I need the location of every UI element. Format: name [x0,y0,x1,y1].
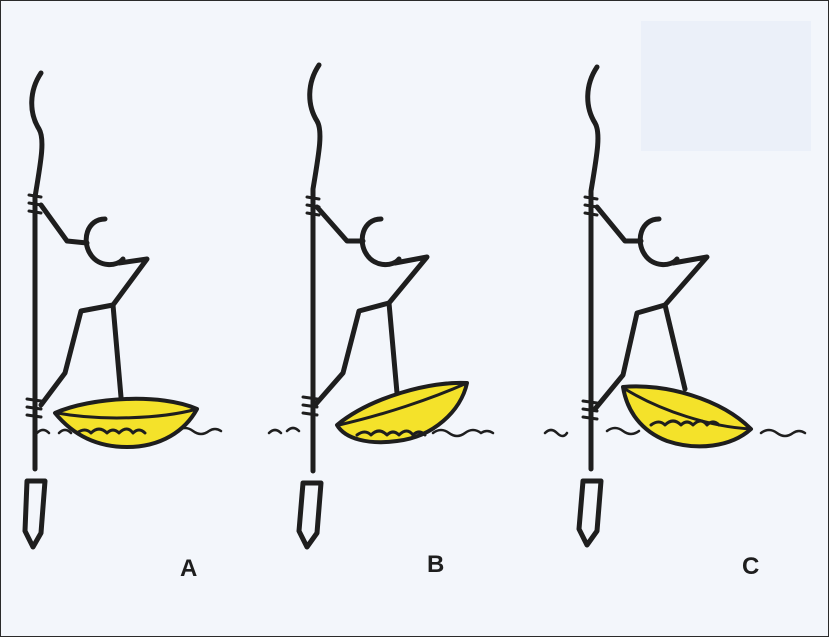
panel-label-a: A [180,555,198,583]
lower-arm [41,305,113,405]
head [362,219,399,265]
torso [665,257,707,389]
paddle-blade [299,483,321,547]
upper-arm [597,207,641,241]
panel-label-c: C [742,553,760,581]
panel-a [25,73,221,547]
kayak-hull [55,399,197,447]
upper-arm [41,205,87,243]
paddle-blade [25,481,45,547]
lower-arm [315,303,389,405]
upper-arm [317,207,363,241]
head [86,219,123,265]
head [640,219,677,265]
torso [113,259,147,397]
paddle-shaft [310,65,320,471]
panel-b [269,65,493,547]
background-tint [641,21,811,151]
torso [389,257,427,393]
panel-label-b: B [427,551,445,579]
paddle-blade [579,481,601,545]
